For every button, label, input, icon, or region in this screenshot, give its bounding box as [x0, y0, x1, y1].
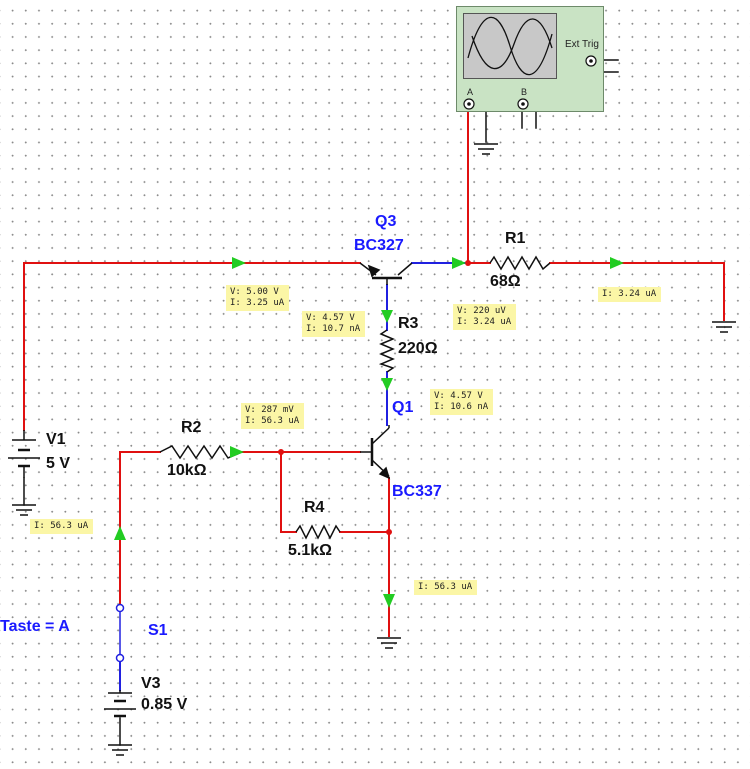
q3-model-label: BC327: [354, 237, 404, 254]
r3-value-label: 220Ω: [398, 340, 438, 357]
probe-current: I: 10.7 nA: [306, 324, 361, 334]
probe-voltage: V: 287 mV: [245, 405, 294, 415]
wire-r4-loop[interactable]: [280, 451, 297, 533]
resistor-r1[interactable]: [489, 255, 551, 271]
r4-value-label: 5.1kΩ: [288, 542, 332, 559]
resistor-r2[interactable]: [159, 444, 243, 460]
ground-r1: [712, 321, 736, 333]
probe-r1-out[interactable]: I: 3.24 uA: [598, 287, 662, 302]
probe-current: I: 56.3 uA: [418, 582, 473, 592]
scope-terminals[interactable]: [457, 7, 605, 113]
ground-v3: [108, 744, 132, 756]
current-arrow-q3-collector: [381, 310, 393, 323]
s1-key-label: Taste = A: [0, 618, 70, 635]
probe-r1-node[interactable]: V: 220 uV I: 3.24 uA: [453, 304, 517, 330]
switch-s1-contact-bottom[interactable]: [115, 653, 125, 663]
probe-q1-emitter[interactable]: I: 56.3 uA: [414, 580, 478, 595]
wire-r1-out[interactable]: [549, 262, 725, 321]
oscilloscope[interactable]: Ext Trig A B: [456, 6, 604, 112]
probe-current: I: 3.24 uA: [457, 317, 512, 327]
r2-name-label: R2: [181, 419, 202, 436]
oscilloscope-screen: [463, 13, 557, 79]
battery-v3[interactable]: [104, 690, 136, 718]
transistor-q1[interactable]: [360, 425, 391, 480]
junction-r4-emitter: [386, 529, 392, 535]
q1-model-label: BC337: [392, 483, 442, 500]
probe-current: I: 56.3 uA: [245, 416, 300, 426]
v3-value-label: 0.85 V: [141, 696, 188, 713]
s1-name-label: S1: [148, 622, 168, 639]
probe-q3-emitter[interactable]: V: 5.00 V I: 3.25 uA: [226, 285, 290, 311]
resistor-r3[interactable]: [378, 329, 395, 373]
current-arrow-r1-out: [610, 257, 624, 269]
channel-b-label: B: [521, 87, 528, 97]
q1-name-label: Q1: [392, 399, 414, 416]
current-arrow-r2: [230, 446, 244, 458]
ground-v1: [12, 504, 36, 516]
ground-q1: [377, 637, 401, 649]
r2-value-label: 10kΩ: [167, 462, 207, 479]
battery-v1[interactable]: [8, 430, 40, 478]
q3-name-label: Q3: [375, 213, 397, 230]
probe-current: I: 3.24 uA: [602, 289, 657, 299]
current-arrow-top: [232, 257, 246, 269]
probe-voltage: V: 220 uV: [457, 306, 506, 316]
sine-trace-icon: [467, 16, 553, 76]
wire-s1-up[interactable]: [119, 451, 161, 608]
v1-name-label: V1: [46, 431, 66, 448]
current-arrow-q1-emitter: [383, 594, 395, 608]
channel-a-label: A: [467, 87, 474, 97]
current-arrow-r1-node: [452, 257, 466, 269]
ground-scope: [474, 143, 498, 155]
current-arrow-s1: [114, 526, 126, 540]
v1-value-label: 5 V: [46, 455, 71, 472]
transistor-q3[interactable]: [359, 262, 413, 285]
probe-current: I: 3.25 uA: [230, 298, 285, 308]
probe-current: I: 56.3 uA: [34, 521, 89, 531]
probe-v1[interactable]: I: 56.3 uA: [30, 519, 94, 534]
probe-q3-collector[interactable]: V: 4.57 V I: 10.7 nA: [302, 311, 366, 337]
switch-s1-contact-top[interactable]: [115, 603, 125, 613]
r3-name-label: R3: [398, 315, 419, 332]
r4-name-label: R4: [304, 499, 325, 516]
probe-q1-base[interactable]: V: 287 mV I: 56.3 uA: [241, 403, 305, 429]
probe-voltage: V: 5.00 V: [230, 287, 279, 297]
junction-r1-node: [465, 260, 471, 266]
probe-q1-collector[interactable]: V: 4.57 V I: 10.6 nA: [430, 389, 494, 415]
r1-name-label: R1: [505, 230, 526, 247]
junction-r4-base: [278, 449, 284, 455]
resistor-r4[interactable]: [295, 524, 341, 540]
current-arrow-r3: [381, 378, 393, 391]
v3-name-label: V3: [141, 675, 161, 692]
probe-voltage: V: 4.57 V: [434, 391, 483, 401]
probe-current: I: 10.6 nA: [434, 402, 489, 412]
probe-voltage: V: 4.57 V: [306, 313, 355, 323]
ext-trig-label: Ext Trig: [565, 39, 599, 50]
r1-value-label: 68Ω: [490, 273, 521, 290]
